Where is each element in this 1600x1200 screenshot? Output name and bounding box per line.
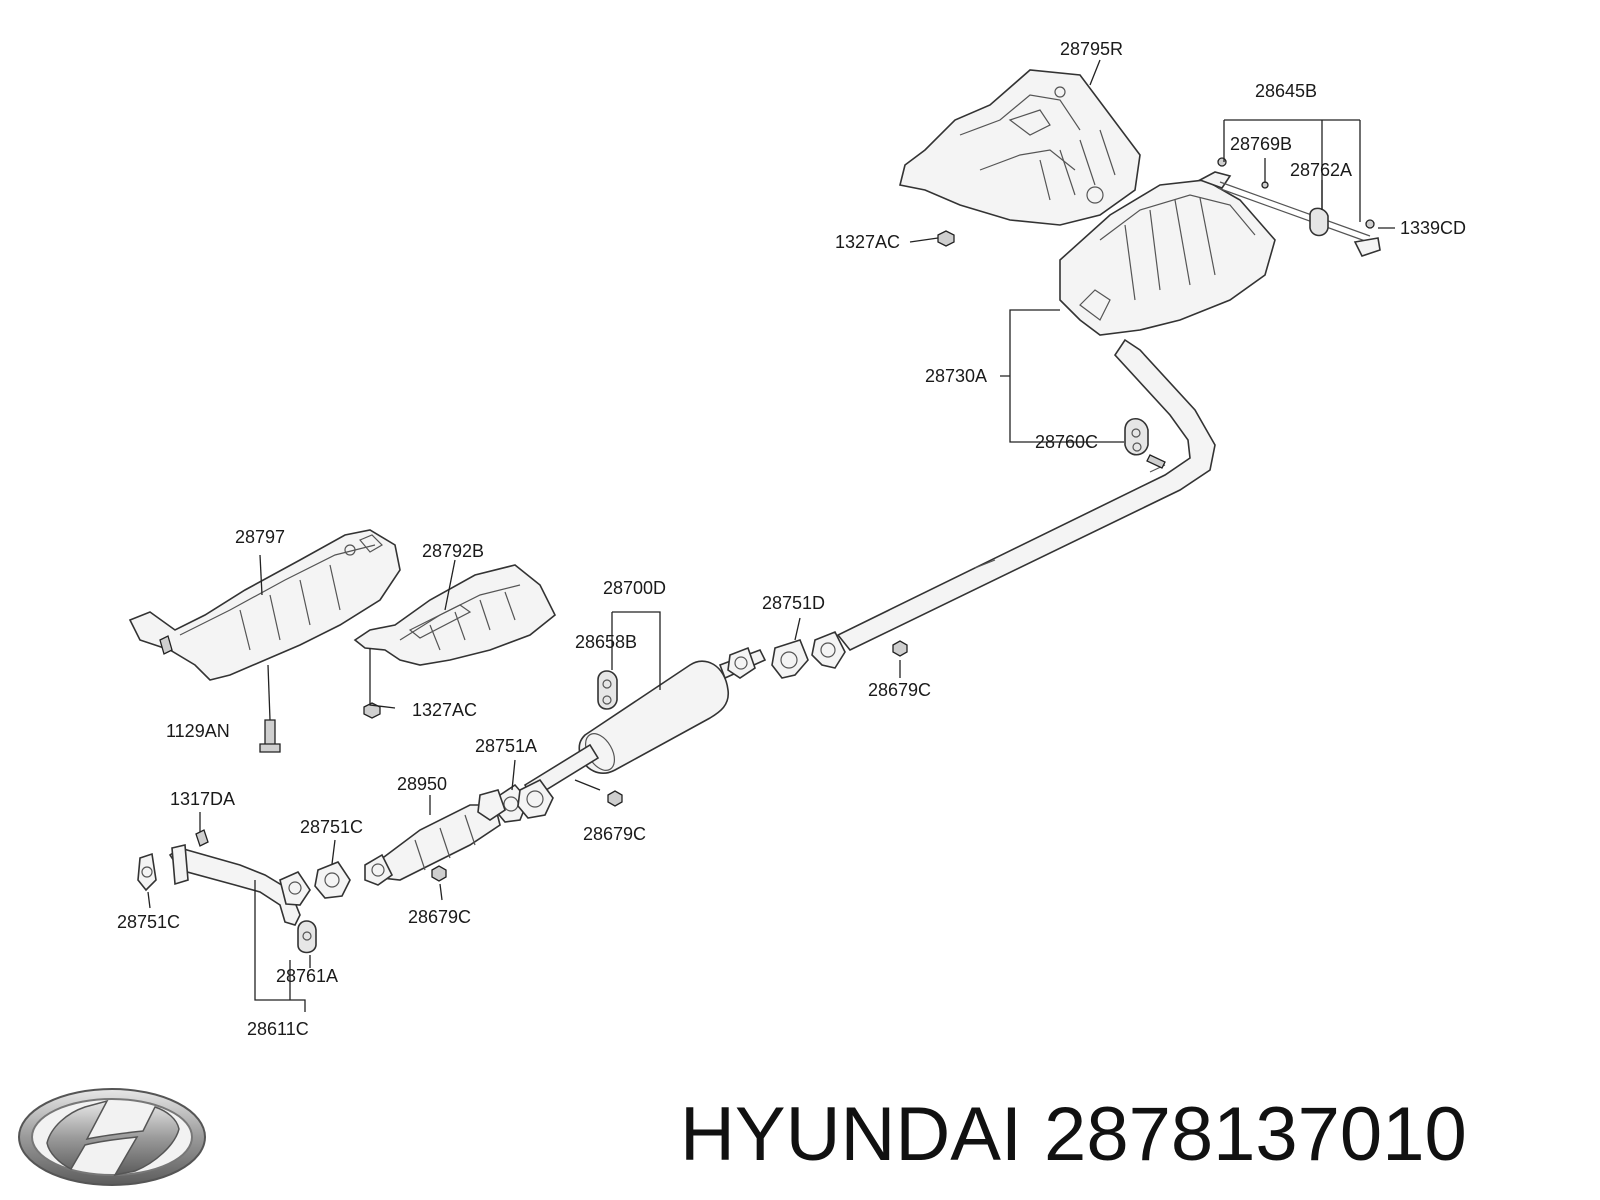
label-28751D: 28751D bbox=[762, 593, 825, 613]
label-1317DA: 1317DA bbox=[170, 789, 235, 809]
label-28679C-low: 28679C bbox=[408, 907, 471, 927]
label-28760C: 28760C bbox=[1035, 432, 1098, 452]
label-28751C-top: 28751C bbox=[300, 817, 363, 837]
label-28795R: 28795R bbox=[1060, 39, 1123, 59]
rubber-hanger-28760C[interactable] bbox=[1124, 417, 1166, 469]
heat-shield-front[interactable] bbox=[128, 529, 401, 681]
heat-shield-center[interactable] bbox=[353, 564, 557, 666]
nut-28679C-right[interactable] bbox=[892, 640, 908, 657]
label-28792B: 28792B bbox=[422, 541, 484, 561]
main-pipe[interactable] bbox=[836, 338, 1216, 651]
center-muffler[interactable] bbox=[523, 648, 767, 800]
rear-muffler[interactable] bbox=[1059, 171, 1276, 336]
label-28679C-mid: 28679C bbox=[583, 824, 646, 844]
catalytic-converter[interactable] bbox=[364, 789, 506, 886]
label-28611C: 28611C bbox=[247, 1019, 309, 1039]
label-28762A: 28762A bbox=[1290, 160, 1352, 180]
nut-28679C-low[interactable] bbox=[431, 865, 447, 882]
label-1129AN: 1129AN bbox=[166, 721, 230, 741]
part-number: 2878137010 bbox=[1044, 1092, 1467, 1177]
label-28751A: 28751A bbox=[475, 736, 537, 756]
label-1327AC-mid: 1327AC bbox=[412, 700, 477, 720]
gasket-28751C-left[interactable] bbox=[137, 852, 157, 892]
nut-28679C-mid[interactable] bbox=[607, 790, 623, 807]
label-1339CD: 1339CD bbox=[1400, 218, 1466, 238]
hanger-bracket-assembly[interactable] bbox=[1217, 157, 1381, 257]
heat-shield-rear[interactable] bbox=[899, 69, 1141, 226]
label-28730A: 28730A bbox=[925, 366, 987, 386]
hyundai-logo-icon bbox=[18, 1088, 206, 1186]
front-pipe[interactable] bbox=[168, 829, 311, 926]
nut-1327AC-mid[interactable] bbox=[363, 702, 381, 719]
bolt-1129AN[interactable] bbox=[259, 719, 281, 753]
label-28761A: 28761A bbox=[276, 966, 338, 986]
label-28769B: 28769B bbox=[1230, 134, 1292, 154]
gasket-28751C-top[interactable] bbox=[314, 861, 351, 899]
brand-name: HYUNDAI bbox=[680, 1092, 1023, 1177]
label-1327AC-top: 1327AC bbox=[835, 232, 900, 252]
label-28751C-left: 28751C bbox=[117, 912, 180, 932]
gasket-28751A[interactable] bbox=[494, 778, 554, 823]
rubber-hanger-28761A[interactable] bbox=[297, 920, 317, 954]
rubber-hanger-28658B[interactable] bbox=[597, 670, 618, 710]
label-28700D: 28700D bbox=[603, 578, 666, 598]
label-28797: 28797 bbox=[235, 527, 285, 547]
leader-lines bbox=[147, 59, 1395, 1012]
label-28950: 28950 bbox=[397, 774, 447, 794]
nut-1327AC-top[interactable] bbox=[937, 230, 955, 247]
label-28645B: 28645B bbox=[1255, 81, 1317, 101]
label-28658B: 28658B bbox=[575, 632, 637, 652]
label-28679C-right: 28679C bbox=[868, 680, 931, 700]
gasket-28751D[interactable] bbox=[727, 630, 846, 679]
